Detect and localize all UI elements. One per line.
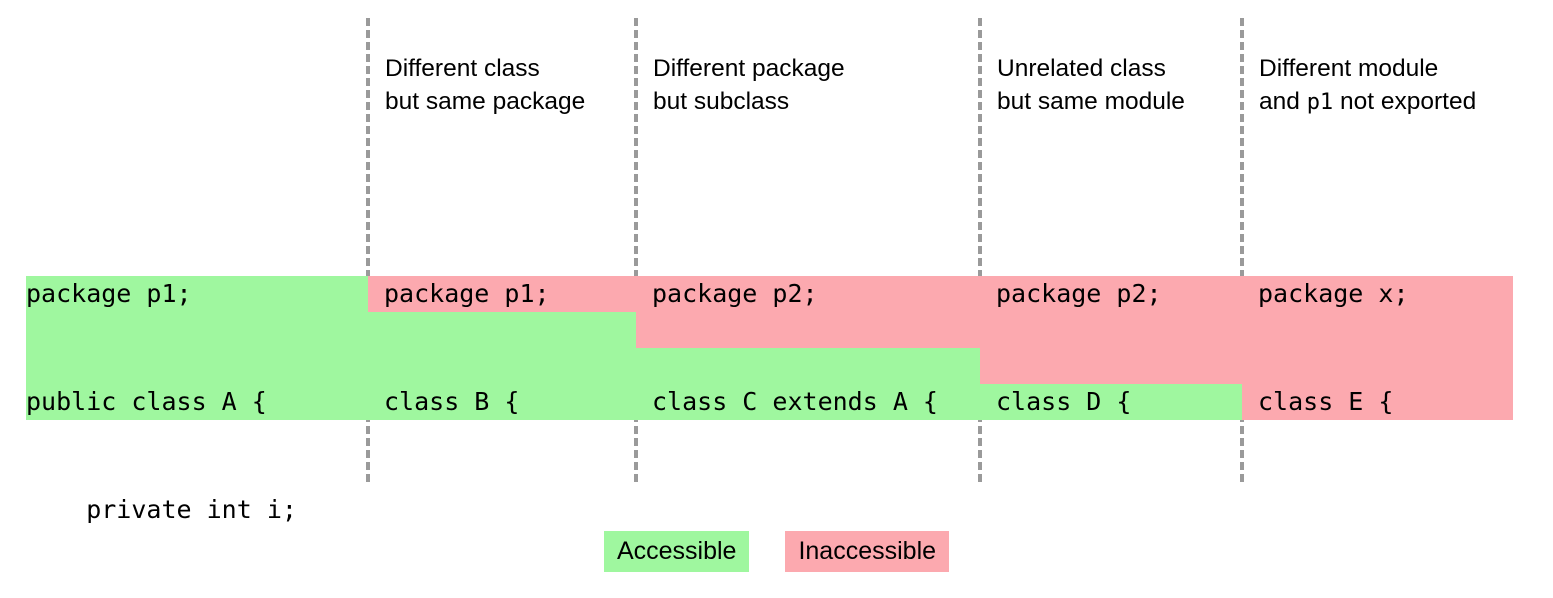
band-col-d-row-4 [980, 384, 1242, 420]
column-divider-4 [1240, 18, 1244, 482]
code-block-class-b: package p1; class B { } [384, 204, 550, 598]
column-header-line-2: but subclass [653, 88, 790, 115]
code-line-spacer-1 [1258, 492, 1409, 528]
column-header-different-class: Different class but same package [385, 52, 585, 118]
band-col-a-row-4 [26, 384, 368, 420]
code-line-spacer-1 [996, 492, 1162, 528]
band-col-c-row-1 [636, 276, 980, 312]
band-col-a-row-3 [26, 348, 368, 384]
band-col-e-row-3 [1242, 348, 1513, 384]
column-header-line-2: but same package [385, 88, 586, 115]
band-col-d-row-2 [980, 312, 1242, 348]
column-divider-1 [366, 18, 370, 482]
band-col-c-row-4 [636, 384, 980, 420]
band-col-a-row-2 [26, 312, 368, 348]
code-line-class: class D { [996, 387, 1132, 416]
code-line-package: package p1; [26, 279, 192, 308]
code-line-class: public class A { [26, 387, 267, 416]
header-text-post: not exported [1333, 88, 1477, 115]
band-col-c-row-3 [636, 348, 980, 384]
band-col-e-row-4 [1242, 384, 1513, 420]
legend-accessible: Accessible [603, 531, 750, 572]
column-divider-2 [634, 18, 638, 482]
column-header-line-1: Different module [1259, 55, 1439, 82]
band-col-d-row-1 [980, 276, 1242, 312]
code-block-class-d: package p2; class D { } [996, 204, 1162, 598]
code-line-package: package p2; [652, 279, 818, 308]
code-line-member-private: private int i; [26, 495, 297, 524]
column-header-different-module: Different module and p1 not exported [1259, 52, 1476, 119]
column-header-line-1: Different package [653, 55, 845, 82]
code-line-package: package x; [1258, 279, 1409, 308]
band-col-c-row-2 [636, 312, 980, 348]
code-line-spacer-1 [652, 492, 938, 528]
legend: Accessible Inaccessible [0, 531, 1553, 572]
column-divider-3 [978, 18, 982, 482]
band-col-b-row-3 [368, 348, 636, 384]
code-line-class: class B { [384, 387, 520, 416]
column-header-line-2: but same module [997, 88, 1185, 115]
band-col-e-row-1 [1242, 276, 1513, 312]
code-block-class-e: package x; class E { } [1258, 204, 1409, 598]
code-block-class-c: package p2; class C extends A { } [652, 204, 938, 598]
column-header-line-1: Different class [385, 55, 540, 82]
band-col-b-row-2 [368, 312, 636, 348]
band-col-b-row-4 [368, 384, 636, 420]
code-line-package: package p2; [996, 279, 1162, 308]
header-text-pre: and [1259, 88, 1307, 115]
code-block-class-a: package p1; public class A { private int… [26, 204, 327, 598]
band-col-d-row-3 [980, 348, 1242, 384]
code-line-package: package p1; [384, 279, 550, 308]
legend-inaccessible: Inaccessible [785, 531, 950, 572]
code-line-class: class E { [1258, 387, 1394, 416]
column-header-different-package: Different package but subclass [653, 52, 845, 118]
column-header-line-2: and p1 not exported [1259, 85, 1476, 119]
band-col-b-row-1 [368, 276, 636, 312]
code-line-spacer-1 [384, 492, 550, 528]
band-col-e-row-2 [1242, 312, 1513, 348]
header-package-token: p1 [1306, 90, 1334, 115]
column-header-line-1: Unrelated class [997, 55, 1166, 82]
band-col-a-row-1 [26, 276, 368, 312]
column-header-unrelated-class: Unrelated class but same module [997, 52, 1185, 118]
code-line-class: class C extends A { [652, 387, 938, 416]
